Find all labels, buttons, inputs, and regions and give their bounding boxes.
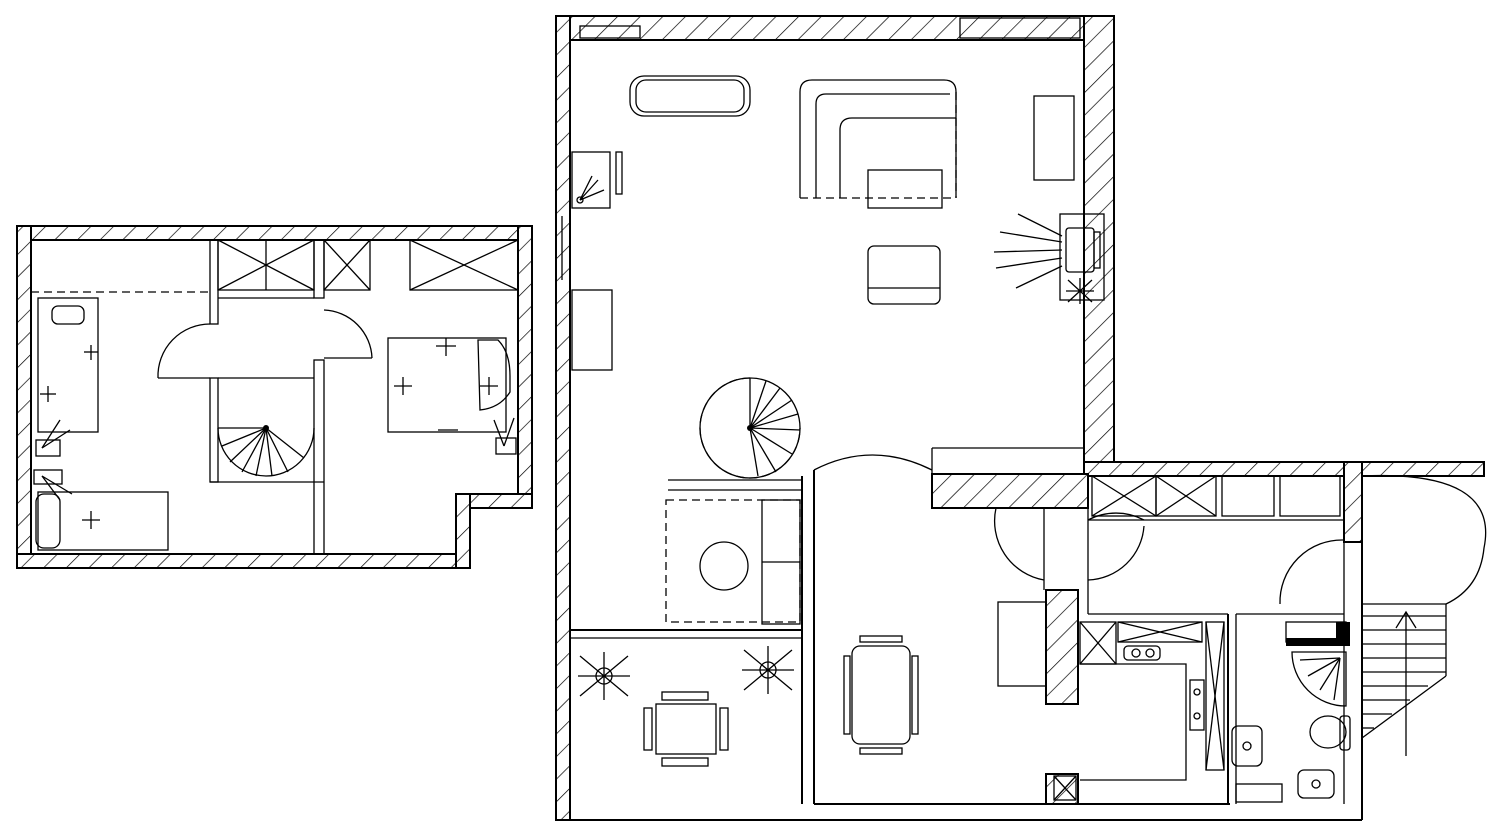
- sofa-icon: [629, 75, 957, 199]
- upper-floor-wardrobes: [31, 239, 519, 293]
- main-floor-plan: [555, 15, 1487, 821]
- door-swing-icon: [157, 309, 373, 379]
- plant-icon: [578, 646, 794, 700]
- door-swing-icon: [813, 454, 1487, 605]
- spiral-staircase-icon: [699, 377, 801, 479]
- wardrobes: [1053, 475, 1341, 801]
- main-floor-walls: [555, 15, 1485, 821]
- table-icon: [843, 601, 1047, 755]
- tv-stand: [993, 213, 1105, 301]
- sink-icon: [1231, 725, 1335, 803]
- bed-icon: [35, 297, 169, 551]
- plant-icon: [1066, 278, 1094, 304]
- lamp-icon: [571, 151, 623, 209]
- spiral-staircase-icon: [217, 297, 315, 477]
- balcony: [643, 691, 729, 767]
- shower: [1285, 621, 1350, 707]
- upper-floor-walls: [16, 225, 533, 569]
- kitchen: [1080, 621, 1225, 781]
- table-icon: [571, 95, 1075, 371]
- upper-floor-plan: [16, 225, 533, 569]
- table-icon: [665, 499, 801, 625]
- bed-icon: [387, 337, 517, 455]
- main-floor-partitions: [561, 216, 1345, 805]
- exterior-stairs: [1361, 603, 1447, 756]
- lamp-icon: [33, 419, 73, 501]
- toilet-icon: [1309, 715, 1351, 751]
